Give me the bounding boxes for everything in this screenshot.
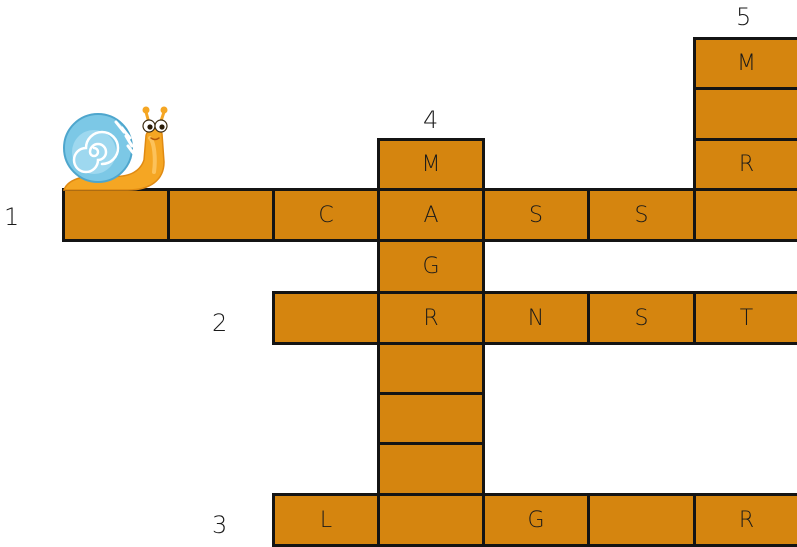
clue-number-3: 3 — [212, 513, 227, 537]
cell-word1-1[interactable] — [62, 188, 170, 242]
snail-icon — [58, 102, 173, 194]
cell-word5-3[interactable]: R — [693, 138, 797, 191]
cell-word4-3[interactable]: G — [377, 239, 485, 294]
cell-word1-7[interactable] — [693, 188, 797, 242]
cell-word1-2[interactable] — [167, 188, 275, 242]
cell-word4-5[interactable] — [377, 342, 485, 395]
cell-word4-1[interactable]: M — [377, 138, 485, 191]
cell-word3-5[interactable]: R — [693, 493, 797, 547]
clue-number-5: 5 — [736, 5, 751, 29]
cell-word2-2[interactable]: R — [377, 291, 485, 345]
clue-number-2: 2 — [212, 311, 227, 335]
cell-word3-1[interactable]: L — [272, 493, 380, 547]
cell-word2-3[interactable]: N — [482, 291, 590, 345]
cell-word2-1[interactable] — [272, 291, 380, 345]
cell-word2-5[interactable]: T — [693, 291, 797, 345]
clue-number-1: 1 — [4, 205, 19, 229]
cell-word4-7[interactable] — [377, 442, 485, 496]
cell-word2-4[interactable]: S — [587, 291, 696, 345]
cell-word1-3[interactable]: C — [272, 188, 380, 242]
cell-word3-3[interactable]: G — [482, 493, 590, 547]
cell-word1-6[interactable]: S — [587, 188, 696, 242]
clue-number-4: 4 — [423, 108, 438, 132]
cell-word3-2[interactable] — [377, 493, 485, 547]
cell-word3-4[interactable] — [587, 493, 696, 547]
cell-word1-4[interactable]: A — [377, 188, 485, 242]
cell-word1-5[interactable]: S — [482, 188, 590, 242]
cell-word5-1[interactable]: M — [693, 37, 797, 90]
cell-word4-6[interactable] — [377, 392, 485, 445]
cell-word5-2[interactable] — [693, 87, 797, 141]
